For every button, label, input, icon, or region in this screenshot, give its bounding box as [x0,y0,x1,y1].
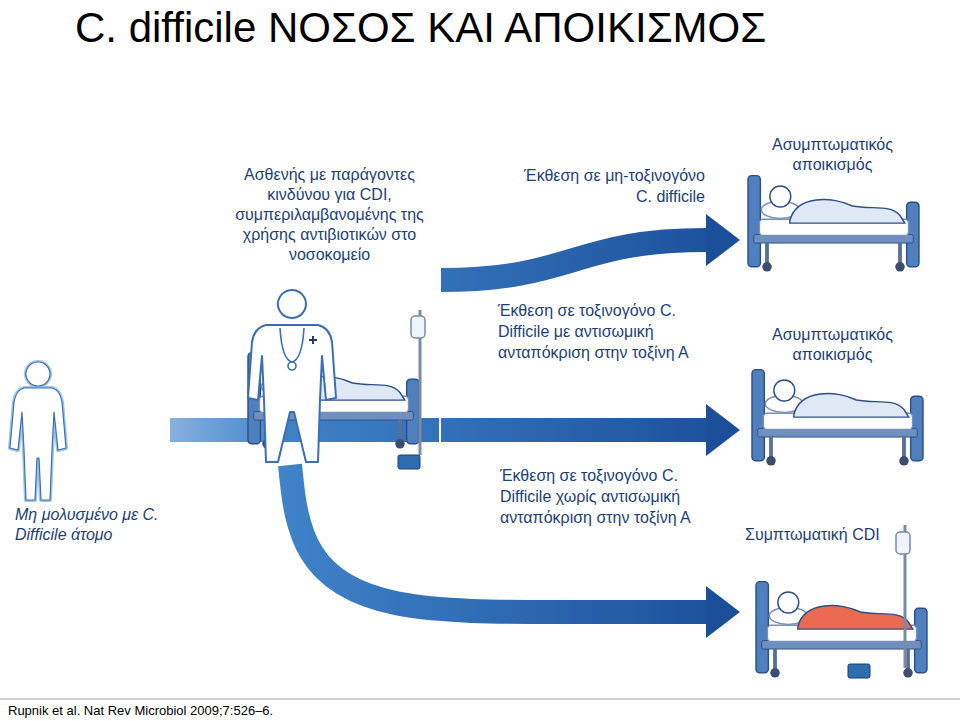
healthy-person [10,362,66,500]
flow-arrow [170,418,222,442]
doctor-cross [309,336,317,344]
node-label: Ασυμπτωματικός αποικισμός [750,325,915,365]
flow-arrow [441,418,706,442]
person-outline [10,362,66,500]
iv-bag [896,532,910,554]
bed-symbol [748,176,919,272]
node-label: Συμπτωματική CDI [745,525,885,545]
footer-rule [0,699,960,700]
stage-node: Ασθενής με παράγοντες κινδύνου για CDI, … [222,165,441,465]
diagram-title: C. difficile ΝΟΣΟΣ ΚΑΙ ΑΠΟΙΚΙΣΜΟΣ [75,4,766,52]
iv-bag [411,316,425,338]
edge-label: Έκθεση σε μη-τοξινογόνο C. difficile [505,165,705,207]
monitor-box [848,664,870,678]
bed-symbol [752,370,923,466]
source-caption: Rupnik et al. Nat Rev Microbiol 2009;7:5… [8,703,273,719]
flow-arrow [290,465,706,612]
stethoscope [280,328,304,362]
edge-label: Έκθεση σε τοξινογόνο C. Difficile με αντ… [498,300,718,363]
stage-node: Μη μολυσμένο με C. Difficile άτομο [5,345,170,565]
stethoscope-bell [288,362,296,370]
monitor-box [398,455,420,469]
node-label: Ασθενής με παράγοντες κινδύνου για CDI, … [222,165,437,265]
bed-symbol [756,582,927,678]
doctor-outline [248,290,336,462]
connector-group [170,240,706,612]
node-label: Ασυμπτωματικός αποικισμός [750,135,915,175]
sick-bed [756,525,927,678]
flow-arrow [441,240,706,280]
stage-node: Ασυμπτωματικός αποικισμός [740,325,925,475]
person-glow [10,362,66,500]
stage-node: Ασυμπτωματικός αποικισμός [740,135,925,280]
stage-node: Συμπτωματική CDI [740,525,925,690]
node-label: Μη μολυσμένο με C. Difficile άτομο [15,505,165,545]
doctor-figure [248,290,336,462]
edge-label: Έκθεση σε τοξινογόνο C. Difficile χωρίς … [500,465,722,528]
